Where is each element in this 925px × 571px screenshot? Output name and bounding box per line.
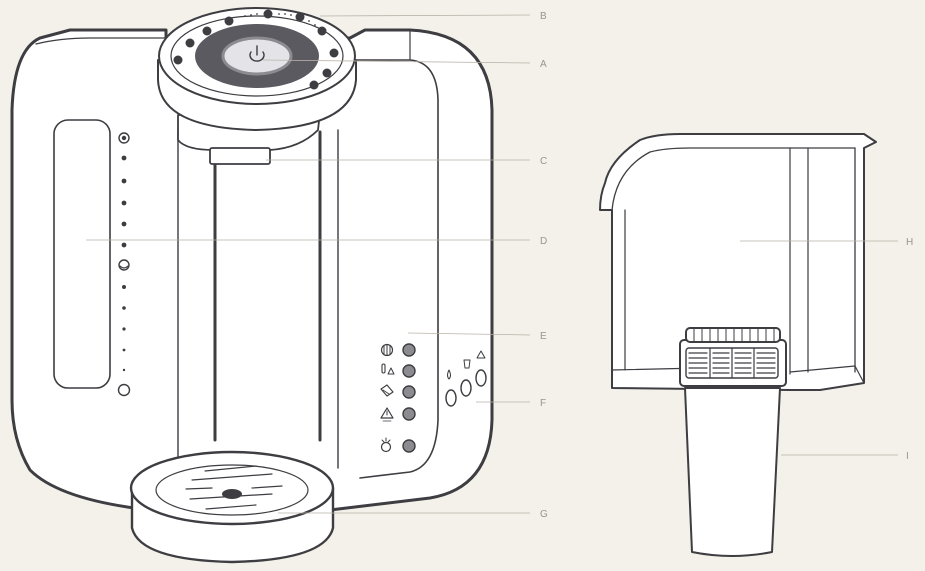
temperature-button[interactable] (402, 364, 416, 378)
side-button[interactable] (460, 379, 472, 397)
level-dot (122, 306, 126, 310)
tank-handle-channel (789, 147, 809, 375)
mid-level-icon (118, 259, 130, 271)
warning-icon (380, 407, 394, 422)
callout-e: E (540, 331, 547, 342)
side-buttons (445, 350, 487, 407)
tank-corner (854, 365, 865, 384)
level-dot (122, 285, 126, 289)
callout-f: F (540, 398, 547, 409)
callout-h: H (906, 237, 914, 248)
top-seam (35, 37, 167, 45)
side-panel (351, 59, 439, 479)
tank-inner-rim (611, 147, 856, 211)
callout-leaders (86, 14, 898, 514)
control-dial[interactable] (157, 7, 357, 131)
warning-icon (476, 350, 486, 359)
descale-icon (380, 384, 394, 397)
mid-level-mark (119, 265, 129, 269)
side-button[interactable] (475, 369, 487, 387)
descale-button[interactable] (402, 385, 416, 399)
max-level-dot (121, 135, 127, 141)
level-dot (121, 155, 127, 161)
level-dot (122, 348, 126, 352)
power-button[interactable] (221, 36, 293, 76)
filter-mesh (688, 347, 776, 379)
filter-icon (380, 437, 392, 453)
temperature-warning-icon (381, 363, 395, 375)
filter-button[interactable] (402, 439, 416, 453)
callout-labels: A B C D E F G H I (540, 11, 914, 520)
min-level-icon (117, 383, 131, 397)
callout-b: B (540, 11, 547, 22)
leader-b (319, 14, 531, 17)
filter-cap-ridges (693, 328, 775, 342)
level-dot (122, 368, 126, 372)
heat-icon (380, 343, 394, 357)
side-button[interactable] (445, 389, 457, 407)
callout-g: G (540, 509, 548, 520)
callout-d: D (540, 236, 548, 247)
callout-c: C (540, 156, 548, 167)
water-drop-icon (447, 369, 451, 380)
water-tank (599, 133, 877, 391)
callout-a: A (540, 59, 547, 70)
filter-body (684, 387, 781, 557)
warning-button[interactable] (402, 407, 416, 421)
tray-drain (222, 489, 242, 499)
level-dot (121, 221, 127, 227)
spout-nozzle (209, 147, 271, 165)
tray-grill (155, 464, 309, 516)
level-dot (121, 242, 127, 248)
cup-icon (463, 359, 471, 369)
tank-body (599, 133, 877, 391)
tray-top (129, 450, 335, 526)
level-dot (121, 178, 127, 184)
level-dot (122, 327, 126, 331)
leader-e (407, 332, 531, 336)
callout-i: I (906, 451, 909, 462)
dial-inner-ring (170, 15, 344, 97)
leader-a (262, 59, 531, 64)
drip-tray (129, 450, 335, 564)
dial-settings (173, 9, 339, 90)
heat-button[interactable] (402, 343, 416, 357)
level-indicator (117, 132, 131, 397)
power-icon (249, 45, 265, 62)
filter-cartridge (679, 327, 787, 557)
water-window (53, 119, 111, 389)
level-dot (121, 200, 127, 206)
control-panel (380, 343, 416, 453)
machine (10, 7, 494, 564)
max-level-icon (118, 132, 130, 144)
